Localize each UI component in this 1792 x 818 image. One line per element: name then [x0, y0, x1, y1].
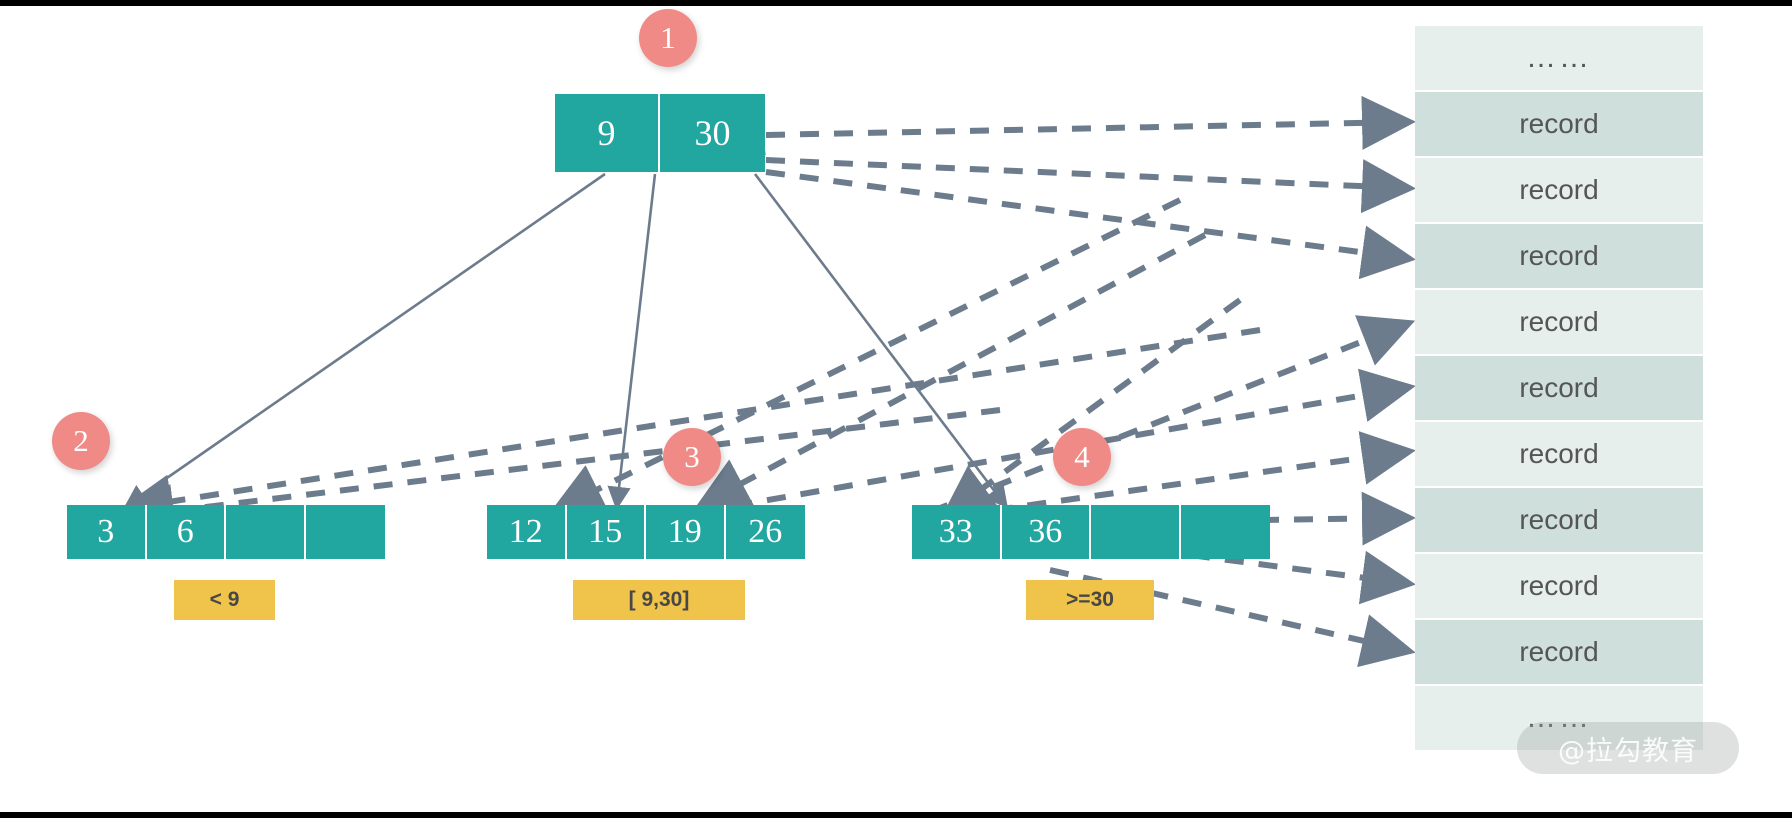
leaf-right-cell-2[interactable]	[1091, 505, 1181, 559]
leaf-node-left[interactable]: 3 6	[67, 505, 385, 559]
leaf-node-middle[interactable]: 12 15 19 26	[487, 505, 805, 559]
edge-to-record-4	[1259, 491, 1416, 546]
leaf-left-cell-3[interactable]	[305, 505, 385, 559]
edge-back-to-leaf-middle2	[694, 232, 1207, 509]
record-row-ellipsis-top: ……	[1415, 26, 1703, 92]
root-cell-0[interactable]: 9	[555, 94, 660, 172]
record-table: …… record record record record record re…	[1415, 26, 1703, 752]
letterbox-top	[0, 0, 1792, 6]
range-label-less-than-9: < 9	[174, 580, 275, 620]
record-row[interactable]: record	[1415, 554, 1703, 620]
leaf-left-cell-0[interactable]: 3	[67, 505, 147, 559]
edge-to-record-9	[699, 368, 1416, 515]
step-badge-3[interactable]: 3	[663, 428, 721, 486]
range-label-gte-30: >=30	[1026, 580, 1154, 620]
record-row[interactable]: record	[1415, 158, 1703, 224]
leaf-middle-cell-0[interactable]: 12	[487, 505, 567, 559]
record-row[interactable]: record	[1415, 290, 1703, 356]
record-row[interactable]: record	[1415, 620, 1703, 686]
letterbox-bottom	[0, 812, 1792, 818]
step-badge-4[interactable]: 4	[1053, 428, 1111, 486]
leaf-right-cell-3[interactable]	[1180, 505, 1270, 559]
range-label-9-to-30: [ 9,30]	[573, 580, 745, 620]
edge-root-to-leaf-right	[753, 173, 1009, 510]
leaf-node-right[interactable]: 33 36	[912, 505, 1270, 559]
record-row[interactable]: record	[1415, 224, 1703, 290]
edge-to-record-1	[765, 95, 1416, 150]
record-row-ellipsis-bottom: ……	[1415, 686, 1703, 752]
leaf-left-cell-1[interactable]: 6	[146, 505, 226, 559]
step-badge-1[interactable]: 1	[639, 9, 697, 67]
edge-to-record-2	[765, 157, 1416, 214]
leaf-right-cell-1[interactable]: 36	[1001, 505, 1091, 559]
edge-to-record-3	[765, 169, 1416, 280]
edge-back-to-leaf-left-b	[120, 407, 1001, 538]
edge-to-record-8	[928, 315, 1416, 515]
record-row[interactable]: record	[1415, 488, 1703, 554]
step-badge-2[interactable]: 2	[52, 412, 110, 470]
record-row[interactable]: record	[1415, 422, 1703, 488]
edge-root-to-leaf-middle	[607, 173, 657, 511]
leaf-right-cell-0[interactable]: 33	[912, 505, 1002, 559]
leaf-middle-cell-1[interactable]: 15	[566, 505, 646, 559]
leaf-middle-cell-2[interactable]: 19	[646, 505, 726, 559]
leaf-left-cell-2[interactable]	[226, 505, 306, 559]
edge-root-to-leaf-left	[123, 172, 606, 508]
watermark: @拉勾教育	[1517, 722, 1739, 774]
root-cell-1[interactable]: 30	[660, 94, 765, 172]
leaf-middle-cell-3[interactable]: 26	[725, 505, 805, 559]
record-row[interactable]: record	[1415, 92, 1703, 158]
record-row[interactable]: record	[1415, 356, 1703, 422]
root-node[interactable]: 9 30	[555, 94, 765, 172]
